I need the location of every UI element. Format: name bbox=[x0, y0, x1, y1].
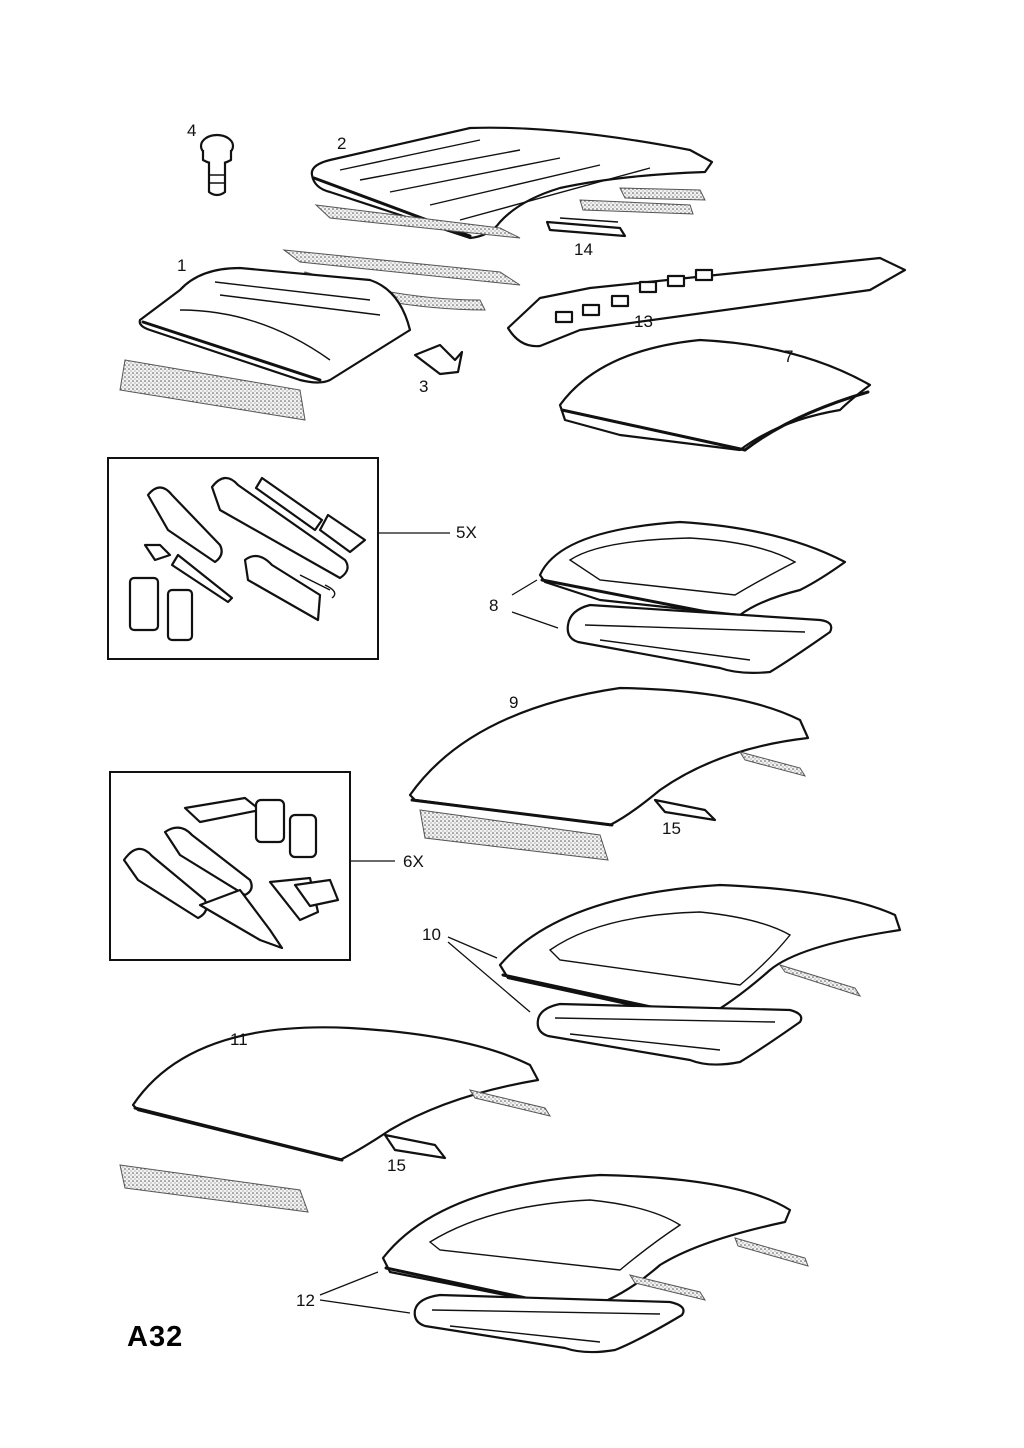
kit-5x-contents bbox=[128, 476, 367, 642]
label-part-2: 2 bbox=[337, 134, 347, 153]
part-8-roof-sunroof bbox=[511, 520, 847, 674]
label-part-14: 14 bbox=[574, 240, 593, 259]
label-part-15-upper: 15 bbox=[662, 819, 681, 838]
kit-box-6x bbox=[109, 771, 351, 961]
label-part-9: 9 bbox=[509, 693, 519, 712]
part-7-roof-panel bbox=[558, 338, 872, 452]
part-14-strip bbox=[545, 217, 627, 238]
part-4-clip bbox=[199, 133, 235, 197]
label-part-3: 3 bbox=[419, 377, 429, 396]
label-part-13: 13 bbox=[634, 312, 653, 331]
label-part-6x: 6X bbox=[403, 852, 424, 871]
label-part-15-lower: 15 bbox=[387, 1156, 406, 1175]
part-11-roof-panel bbox=[119, 1026, 552, 1213]
label-part-7: 7 bbox=[784, 347, 794, 366]
label-part-11: 11 bbox=[230, 1030, 248, 1049]
part-1-roof-panel bbox=[119, 266, 412, 421]
part-3-bracket bbox=[413, 343, 464, 376]
label-part-1: 1 bbox=[177, 256, 187, 275]
page-code: A32 bbox=[127, 1321, 184, 1353]
kit-box-5x bbox=[107, 457, 379, 660]
label-part-8: 8 bbox=[489, 596, 499, 615]
part-12-roof-sunroof bbox=[319, 1173, 809, 1354]
part-13-reinforcement bbox=[506, 256, 907, 348]
part-9-roof-panel bbox=[408, 686, 810, 861]
part-10-roof-sunroof bbox=[447, 883, 902, 1066]
label-part-5x: 5X bbox=[456, 523, 477, 542]
label-part-12: 12 bbox=[296, 1291, 315, 1310]
label-part-10: 10 bbox=[422, 925, 441, 944]
kit-6x-contents bbox=[122, 796, 340, 950]
label-part-4: 4 bbox=[187, 121, 197, 140]
